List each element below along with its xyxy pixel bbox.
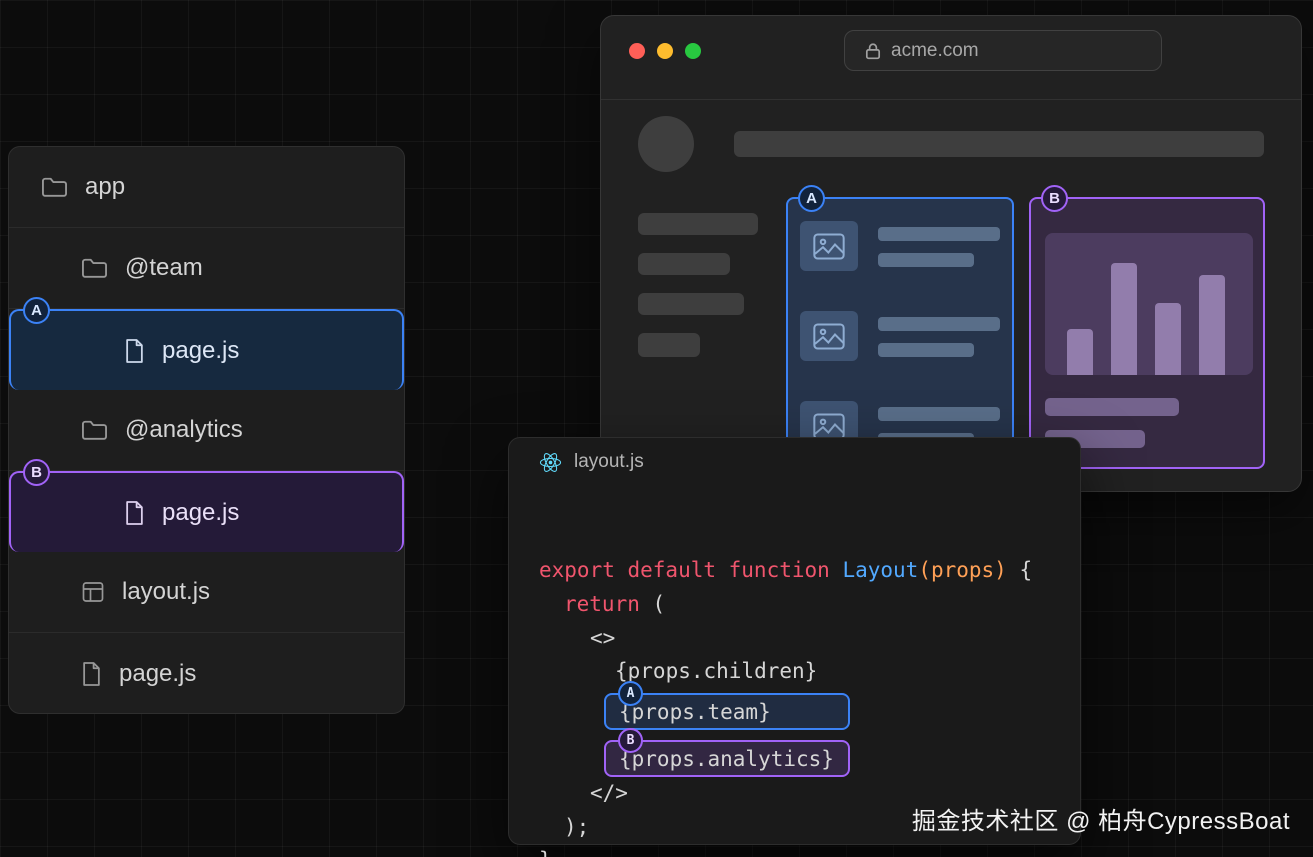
placeholder-bar [1045,398,1179,416]
placeholder-bar [734,131,1264,157]
file-tree-item-layout[interactable]: layout.js [9,552,404,633]
placeholder-bar [638,213,758,235]
slot-a-badge: A [23,297,50,324]
code-body: export default function Layout(props) { … [509,486,1080,857]
code-token: {props.children} [615,659,818,683]
code-token: ); [564,815,590,839]
code-token: (props) [918,558,1007,582]
code-window-header: layout.js [509,438,1080,486]
placeholder-bar [878,407,1000,421]
file-tree-item-label: page.js [162,498,240,526]
slot-b-badge: B [1041,185,1068,212]
file-icon [124,500,145,526]
placeholder-bar [878,317,1000,331]
image-placeholder [800,221,858,271]
file-tree-item-label: page.js [119,659,197,687]
placeholder-bar [878,227,1000,241]
chart-bar [1199,275,1225,375]
browser-header: acme.com [601,16,1301,100]
code-token: <> [590,626,616,650]
code-token: return [564,592,640,616]
minimize-button[interactable] [657,43,673,59]
code-line: } [539,848,552,857]
browser-page: A [601,100,1301,492]
url-text: acme.com [891,39,979,61]
layout-file-icon [81,580,105,604]
folder-icon [81,257,108,279]
slot-a-badge: A [798,185,825,212]
file-tree-item-label: layout.js [122,578,211,605]
code-token: </> [590,781,628,805]
file-tree-item-team[interactable]: @team [9,228,404,309]
file-tree-item-page[interactable]: page.js [9,633,404,714]
window-controls [629,43,701,59]
file-tree-item-analytics-page[interactable]: B page.js [9,459,404,552]
slot-b-badge: B [23,459,50,486]
code-token: ( [639,592,666,616]
react-icon [539,451,562,474]
code-token: export default function [539,558,830,582]
folder-icon [41,176,68,198]
code-line: export default function Layout(props) { [539,558,1032,582]
file-tree-item-label: @team [125,254,203,281]
file-icon [124,338,145,364]
file-tree-item-label: page.js [162,336,240,364]
code-line: return ( [564,592,665,616]
file-icon [81,661,102,687]
chart-bar [1111,263,1137,375]
file-tree-panel: app @team A page.js @analytics B [8,146,405,714]
file-tree-item-label: @analytics [125,416,243,443]
file-tree-item-analytics[interactable]: @analytics [9,390,404,471]
slot-a-badge: A [618,681,643,706]
image-placeholder [800,311,858,361]
placeholder-bar [878,343,974,357]
browser-window: acme.com A [600,15,1302,492]
watermark: 掘金技术社区 @ 柏舟CypressBoat [911,808,1290,835]
list-item [800,221,1000,271]
code-token: {props.analytics} [619,746,834,771]
placeholder-bar [638,293,744,315]
placeholder-bar [878,253,974,267]
code-line: ); [564,815,589,839]
folder-icon [81,419,108,441]
list-item [800,311,1000,361]
code-line: </> [590,781,628,805]
bar-chart-placeholder [1045,233,1253,375]
team-slot: A [786,185,1014,469]
placeholder-bar [638,333,700,357]
close-button[interactable] [629,43,645,59]
file-tree-item-app[interactable]: app [9,147,404,228]
placeholder-bar [638,253,730,275]
code-line: <> [590,626,615,650]
code-window-title: layout.js [574,451,644,472]
code-window: layout.js export default function Layout… [508,437,1081,857]
chart-bar [1155,303,1181,375]
slot-b-badge: B [618,728,643,753]
analytics-slot: B [1029,185,1265,469]
file-tree-item-team-page[interactable]: A page.js [9,297,404,390]
code-token: Layout [829,558,919,582]
team-slot-code-highlight: A {props.team} [604,681,850,730]
avatar [638,116,694,172]
zoom-button[interactable] [685,43,701,59]
code-token: { [1006,558,1033,582]
code-token: } [539,848,552,857]
lock-icon [865,42,881,60]
code-line: {props.children} [615,659,817,683]
code-token: {props.team} [619,699,771,724]
analytics-slot-code-highlight: B {props.analytics} [604,728,850,777]
url-bar[interactable]: acme.com [844,30,1162,71]
file-tree-item-label: app [85,173,126,200]
chart-bar [1067,329,1093,375]
